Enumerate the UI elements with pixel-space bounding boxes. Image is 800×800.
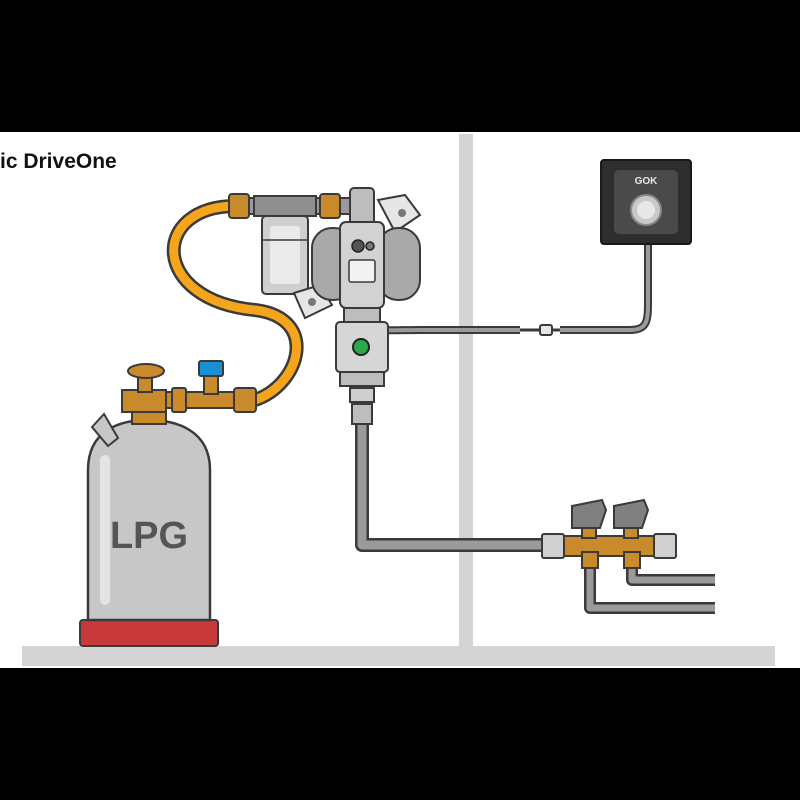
- page-title: ic DriveOne: [0, 150, 117, 173]
- cylinder-valve-handwheel[interactable]: [127, 363, 165, 379]
- tap-block: [559, 535, 657, 557]
- filter-head: [253, 195, 317, 217]
- cylinder-label: LPG: [110, 515, 188, 557]
- tap-end-nut: [653, 533, 677, 559]
- outlet-nut-1: [349, 387, 375, 403]
- shutoff-tap-2-handle[interactable]: [613, 498, 650, 529]
- floor: [22, 646, 775, 666]
- gas-hose: [169, 201, 301, 405]
- regulator-port: [351, 239, 365, 253]
- tap-outlet-2: [623, 551, 641, 569]
- filter-bowl-glass: [270, 226, 300, 284]
- control-panel-button-center: [637, 201, 655, 219]
- cylinder-handle: [90, 412, 120, 448]
- bracket-screw-top: [398, 209, 406, 217]
- hose-fitting-left: [228, 193, 250, 219]
- outlet-pipe-1: [586, 550, 715, 612]
- regulator-port-2: [365, 241, 375, 251]
- pressure-valve-knob[interactable]: [198, 360, 224, 377]
- valve-nut-left: [171, 387, 187, 413]
- hose-fitting-bottom: [233, 387, 257, 413]
- hose-fitting-right: [319, 193, 341, 219]
- status-indicator: [352, 338, 370, 356]
- cylinder-highlight: [100, 455, 110, 605]
- outlet-nut-2: [351, 403, 373, 425]
- regulator-neck: [343, 307, 381, 323]
- control-panel-brand: GOK: [635, 176, 659, 187]
- letterbox-top: [0, 0, 800, 132]
- tap-inlet-nut: [541, 533, 565, 559]
- valve-body: [121, 389, 167, 413]
- bracket-screw-bottom: [308, 298, 316, 306]
- tap-outlet-1: [581, 551, 599, 569]
- cable-plug: [539, 324, 553, 336]
- shutoff-tap-1-handle[interactable]: [571, 498, 608, 529]
- wall-divider: [459, 134, 473, 646]
- sensor-base: [339, 371, 385, 387]
- regulator-label: [348, 259, 376, 283]
- gas-pipe: [357, 420, 560, 550]
- letterbox-bottom: [0, 668, 800, 800]
- cylinder-footring: [79, 619, 219, 647]
